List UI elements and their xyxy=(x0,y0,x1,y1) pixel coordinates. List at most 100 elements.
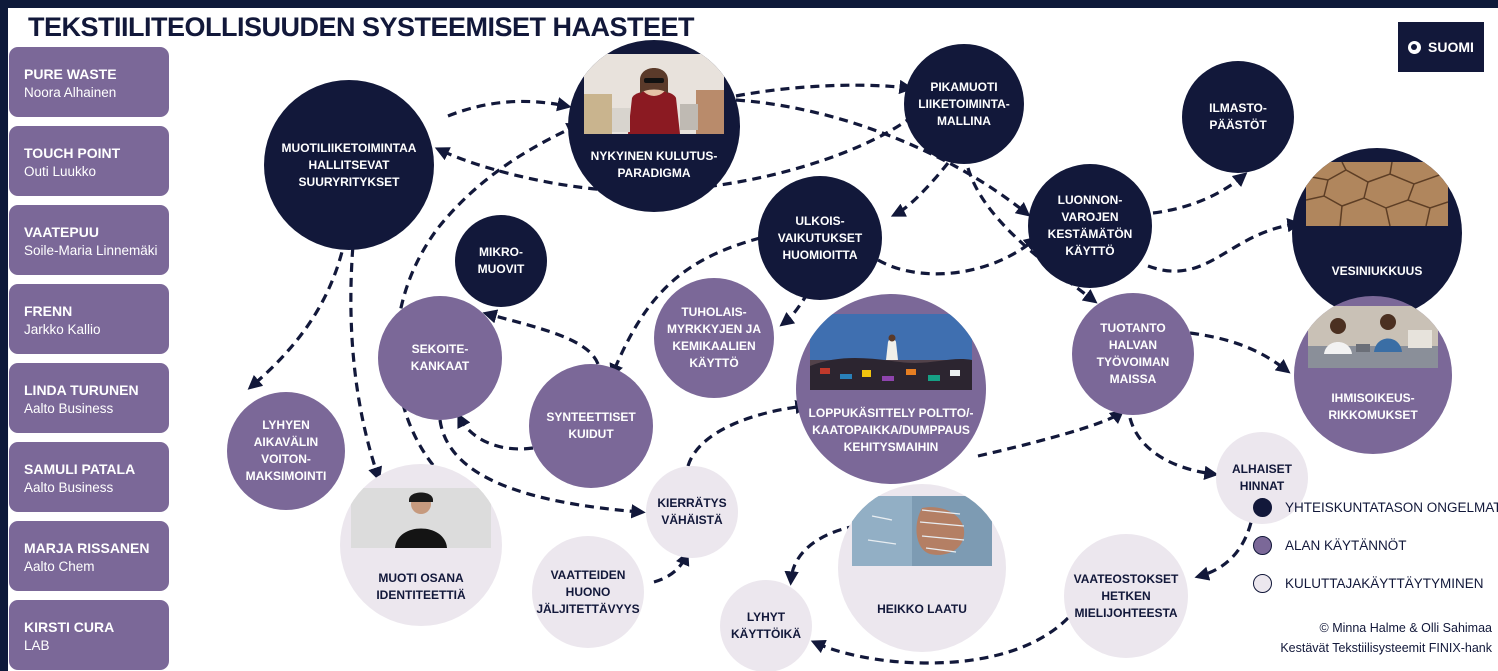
shopping-woman-photo xyxy=(584,54,724,134)
globe-icon xyxy=(1408,40,1422,54)
node-pikamuoti[interactable]: PIKAMUOTI LIIKETOIMINTA- MALLINA xyxy=(904,44,1024,164)
sidebar-item-person: Noora Alhainen xyxy=(24,85,117,100)
legend-swatch xyxy=(1253,498,1272,517)
arrow-kierratys-to-loppukasittely xyxy=(686,399,810,467)
node-label: IHMISOIKEUS- RIKKOMUKSET xyxy=(1328,391,1418,422)
node-ilmastopaastot[interactable]: ILMASTO- PÄÄSTÖT xyxy=(1182,61,1294,173)
ripped-jeans-photo xyxy=(852,496,992,566)
node-jaljitettavyys[interactable]: VAATTEIDEN HUONO JÄLJITETTÄVYYS xyxy=(532,536,644,648)
node-heratteet[interactable]: VAATEOSTOKSET HETKEN MIELIJOHTEESTA xyxy=(1064,534,1188,658)
node-tuotanto[interactable]: TUOTANTO HALVAN TYÖVOIMAN MAISSA xyxy=(1072,293,1194,415)
node-luonnonvarat[interactable]: LUONNON- VAROJEN KESTÄMÄTÖN KÄYTTÖ xyxy=(1028,164,1152,288)
sidebar-item-name: PURE WASTE xyxy=(24,66,117,82)
sidebar-item-name: SAMULI PATALA xyxy=(24,461,136,477)
node-label: VESINIUKKUUS xyxy=(1331,264,1423,278)
node-kierratys[interactable]: KIERRÄTYS VÄHÄISTÄ xyxy=(646,466,738,558)
node-heikkolaatu[interactable]: HEIKKO LAATU xyxy=(838,484,1006,652)
node-loppukasittely[interactable]: LOPPUKÄSITTELY POLTTO/- KAATOPAIKKA/DUMP… xyxy=(796,294,986,484)
node-label: PIKAMUOTI LIIKETOIMINTA- MALLINA xyxy=(918,79,1010,128)
arrow-sekoitekankaat-to-kierratys xyxy=(438,419,646,519)
legend-item-consumer: KULUTTAJAKÄYTTÄYTYMINEN xyxy=(1253,574,1484,593)
sidebar-item-name: KIRSTI CURA xyxy=(24,619,115,635)
canvas: TEKSTIILITEOLLISUUDEN SYSTEEMISET HAASTE… xyxy=(8,8,1498,671)
node-label: SEKOITE- KANKAAT xyxy=(410,342,470,373)
credit-authors: © Minna Halme & Olli Sahimaa xyxy=(1319,621,1492,635)
node-synteettiset[interactable]: SYNTEETTISET KUIDUT xyxy=(529,364,653,488)
legend-swatch xyxy=(1253,574,1272,593)
sidebar-item-name: MARJA RISSANEN xyxy=(24,540,150,556)
sidebar-item-marja-rissanen[interactable]: MARJA RISSANEN Aalto Chem xyxy=(9,521,169,591)
sidebar-item-person: Aalto Business xyxy=(24,401,114,416)
sidebar-item-touch-point[interactable]: TOUCH POINT Outi Luukko xyxy=(9,126,169,196)
node-voitonmaksimointi[interactable]: LYHYEN AIKAVÄLIN VOITON- MAKSIMOINTI xyxy=(227,392,345,510)
arrow-kulutusparadigma-to-pikamuoti xyxy=(735,79,914,98)
page-title: TEKSTIILITEOLLISUUDEN SYSTEEMISET HAASTE… xyxy=(28,12,695,42)
arrow-ulkoisvaikutukset-to-luonnonvarat xyxy=(877,236,1039,276)
node-label: MUOTI OSANA IDENTITEETTIÄ xyxy=(376,571,466,602)
node-label: MIKRO- MUOVIT xyxy=(477,245,525,276)
node-label: SYNTEETTISET KUIDUT xyxy=(546,410,636,441)
sidebar-item-person: Aalto Chem xyxy=(24,559,95,574)
dry-earth-photo xyxy=(1306,162,1448,226)
node-label: TUOTANTO HALVAN TYÖVOIMAN MAISSA xyxy=(1096,321,1170,386)
sidebar-item-person: Jarkko Kallio xyxy=(24,322,101,337)
sidebar-item-name: FRENN xyxy=(24,303,73,319)
sidebar-item-pure-waste[interactable]: PURE WASTE Noora Alhainen xyxy=(9,47,169,117)
node-label: LYHYEN AIKAVÄLIN VOITON- MAKSIMOINTI xyxy=(245,418,327,483)
node-label: TUHOLAIS- MYRKKYJEN JA KEMIKAALIEN KÄYTT… xyxy=(666,305,762,370)
arrow-tuotanto-to-halvathinnat xyxy=(1128,417,1219,480)
sidebar-item-samuli-patala[interactable]: SAMULI PATALA Aalto Business xyxy=(9,442,169,512)
arrow-pikamuoti-to-tuotanto xyxy=(966,167,1098,304)
node-label: ALHAISET HINNAT xyxy=(1232,462,1292,493)
sidebar-item-person: Aalto Business xyxy=(24,480,114,495)
arrow-pikamuoti-to-ulkoisvaikutukset xyxy=(890,162,950,217)
node-label: LUONNON- VAROJEN KESTÄMÄTÖN KÄYTTÖ xyxy=(1047,193,1133,258)
node-sekoitekankaat[interactable]: SEKOITE- KANKAAT xyxy=(378,296,502,420)
sidebar-item-person: Soile-Maria Linnemäki xyxy=(24,243,158,258)
node-label: VAATEOSTOKSET HETKEN MIELIJOHTEESTA xyxy=(1073,571,1179,620)
arrow-jaljitettavyys-to-kierratys xyxy=(653,550,690,584)
sidebar-item-frenn[interactable]: FRENN Jarkko Kallio xyxy=(9,284,169,354)
credit: © Minna Halme & Olli Sahimaa Kestävät Te… xyxy=(1280,618,1492,658)
legend-label: ALAN KÄYTÄNNÖT xyxy=(1285,538,1407,553)
sidebar-item-linda-turunen[interactable]: LINDA TURUNEN Aalto Business xyxy=(9,363,169,433)
textile-dump-photo xyxy=(810,314,972,390)
credit-project: Kestävät Tekstiilisysteemit FINIX-hank xyxy=(1280,641,1492,655)
node-ulkoisvaikutukset[interactable]: ULKOIS- VAIKUTUKSET HUOMIOITTA xyxy=(758,176,882,300)
node-label: NYKYINEN KULUTUS- PARADIGMA xyxy=(590,149,718,180)
node-label: KIERRÄTYS VÄHÄISTÄ xyxy=(657,496,727,527)
garment-workers-photo xyxy=(1308,306,1438,368)
language-label: SUOMI xyxy=(1428,39,1474,55)
node-label: ULKOIS- VAIKUTUKSET HUOMIOITTA xyxy=(777,213,863,262)
legend-swatch xyxy=(1253,536,1272,555)
sidebar-item-name: LINDA TURUNEN xyxy=(24,382,139,398)
arrow-synteettiset-to-sekoitekankaat xyxy=(457,412,534,451)
sidebar-item-name: VAATEPUU xyxy=(24,224,99,240)
node-kayttoika[interactable]: LYHYT KÄYTTÖIKÄ xyxy=(720,580,812,671)
young-man-photo xyxy=(351,488,491,548)
node-tuholaismyrkyt[interactable]: TUHOLAIS- MYRKKYJEN JA KEMIKAALIEN KÄYTT… xyxy=(654,278,774,398)
arrow-luonnonvarat-to-ilmasto xyxy=(1152,172,1248,215)
sidebar-item-vaatepuu[interactable]: VAATEPUU Soile-Maria Linnemäki xyxy=(9,205,169,275)
sidebar-item-kirsti-cura[interactable]: KIRSTI CURA LAB xyxy=(9,600,169,670)
arrow-halvathinnat-to-heratteet xyxy=(1194,507,1256,581)
legend-item-society: YHTEISKUNTATASON ONGELMAT xyxy=(1253,498,1498,517)
node-label: VAATTEIDEN HUONO JÄLJITETTÄVYYS xyxy=(536,567,640,616)
node-vesiniukkuus[interactable]: VESINIUKKUUS xyxy=(1292,148,1462,318)
sidebar-item-person: Outi Luukko xyxy=(24,164,97,179)
node-label: MUOTILIIKETOIMINTAA HALLITSEVAT SUURYRIT… xyxy=(281,140,417,189)
language-button[interactable]: SUOMI xyxy=(1398,22,1484,72)
node-suuryritykset[interactable]: MUOTILIIKETOIMINTAA HALLITSEVAT SUURYRIT… xyxy=(264,80,434,250)
node-kulutusparadigma[interactable]: NYKYINEN KULUTUS- PARADIGMA xyxy=(568,40,740,212)
arrow-kulutusparadigma-to-luonnonvarat xyxy=(735,98,1031,217)
arrow-heikkolaatu-to-kayttoika xyxy=(784,524,857,586)
sidebar-item-name: TOUCH POINT xyxy=(24,145,121,161)
arrow-tuotanto-to-ihmisoikeus xyxy=(1189,331,1291,374)
sidebar-item-person: LAB xyxy=(24,638,50,653)
node-identiteetti[interactable]: MUOTI OSANA IDENTITEETTIÄ xyxy=(340,464,502,626)
node-mikromuovit[interactable]: MIKRO- MUOVIT xyxy=(455,215,547,307)
legend-label: YHTEISKUNTATASON ONGELMAT xyxy=(1285,500,1498,515)
node-ihmisoikeus[interactable]: IHMISOIKEUS- RIKKOMUKSET xyxy=(1294,296,1452,454)
arrow-suuryritykset-to-kulutusparadigma xyxy=(447,97,572,118)
arrow-ulkoisvaikutukset-to-synteettiset xyxy=(609,236,761,379)
